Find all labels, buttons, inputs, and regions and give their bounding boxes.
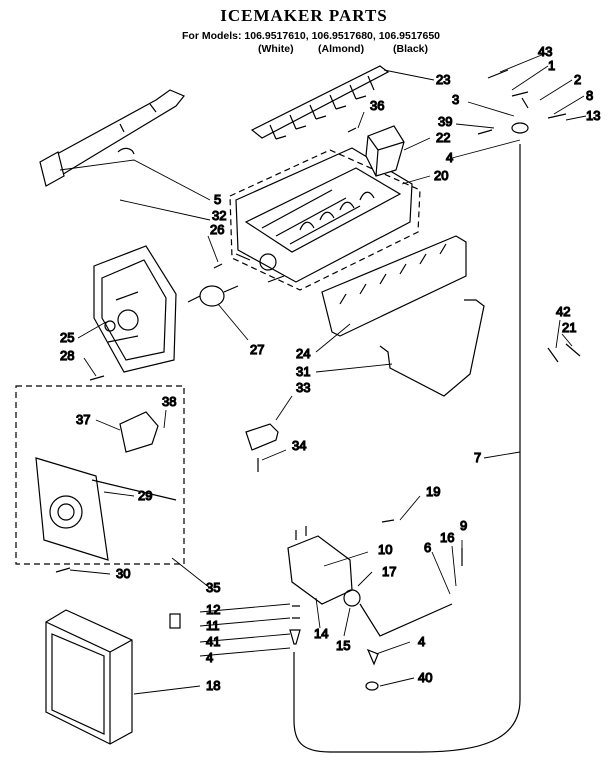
water-valve-part [287,526,453,637]
callout-13: 13 [586,108,600,123]
callout-19: 19 [426,484,440,499]
callout-17: 17 [382,564,396,579]
callout-8: 8 [586,88,593,103]
callout-24: 24 [296,346,310,361]
heater-tube-part [39,89,185,187]
timer-module-part [35,411,177,561]
callout-9: 9 [460,518,467,533]
callout-4-upper: 4 [446,150,453,165]
water-tube-line [293,144,521,753]
callout-40: 40 [418,670,432,685]
callout-41: 41 [206,634,220,649]
callout-11: 11 [206,618,220,633]
callout-14: 14 [314,626,328,641]
callout-26: 26 [210,222,224,237]
callout-39: 39 [438,114,452,129]
diagram-title: ICEMAKER PARTS [220,6,388,25]
mold-dashed-outline [229,149,421,291]
callout-30: 30 [116,566,130,581]
ice-mold-part [235,147,413,283]
bin-plate-part [321,235,467,337]
callout-32: 32 [212,208,226,223]
callout-33: 33 [296,380,310,395]
callout-10: 10 [378,542,392,557]
callout-29: 29 [138,488,152,503]
callout-22: 22 [436,130,450,145]
callout-4-left: 4 [206,650,213,665]
callout-34: 34 [292,438,306,453]
callout-15: 15 [336,638,350,653]
callout-42: 42 [556,304,570,319]
control-group-dashed-box [15,385,185,565]
callout-31: 31 [296,364,310,379]
callout-3: 3 [452,92,459,107]
callout-43: 43 [538,44,552,59]
color-almond: (Almond) [318,43,365,55]
color-black: (Black) [393,43,429,55]
fasteners [55,69,581,691]
diagram-header: ICEMAKER PARTS For Models: 106.9517610, … [0,0,608,60]
callout-28: 28 [60,348,74,363]
leader-lines [59,53,587,695]
shutoff-arm-part [379,299,485,397]
color-white: (White) [258,43,294,55]
callout-38: 38 [162,394,176,409]
fill-cup-part [365,125,405,177]
motor-part [187,285,239,307]
callout-37: 37 [76,412,90,427]
callout-4-right: 4 [418,634,425,649]
callout-35: 35 [206,580,220,595]
callout-20: 20 [434,168,448,183]
callout-36: 36 [370,98,384,113]
callout-27: 27 [250,342,264,357]
switch-part [245,423,279,451]
control-housing-part [93,245,177,373]
callout-18: 18 [206,678,220,693]
callout-21: 21 [562,320,576,335]
callout-12: 12 [206,602,220,617]
callout-23: 23 [436,72,450,87]
callout-6: 6 [424,540,431,555]
callout-16: 16 [440,530,454,545]
ejector-blade-part [250,65,390,140]
callout-2: 2 [574,72,581,87]
callout-5: 5 [214,192,221,207]
callout-25: 25 [60,330,74,345]
models-line: For Models: 106.9517610, 106.9517680, 10… [182,30,441,42]
callout-7: 7 [474,450,481,465]
front-cover-part [45,609,133,745]
callout-1: 1 [548,58,555,73]
